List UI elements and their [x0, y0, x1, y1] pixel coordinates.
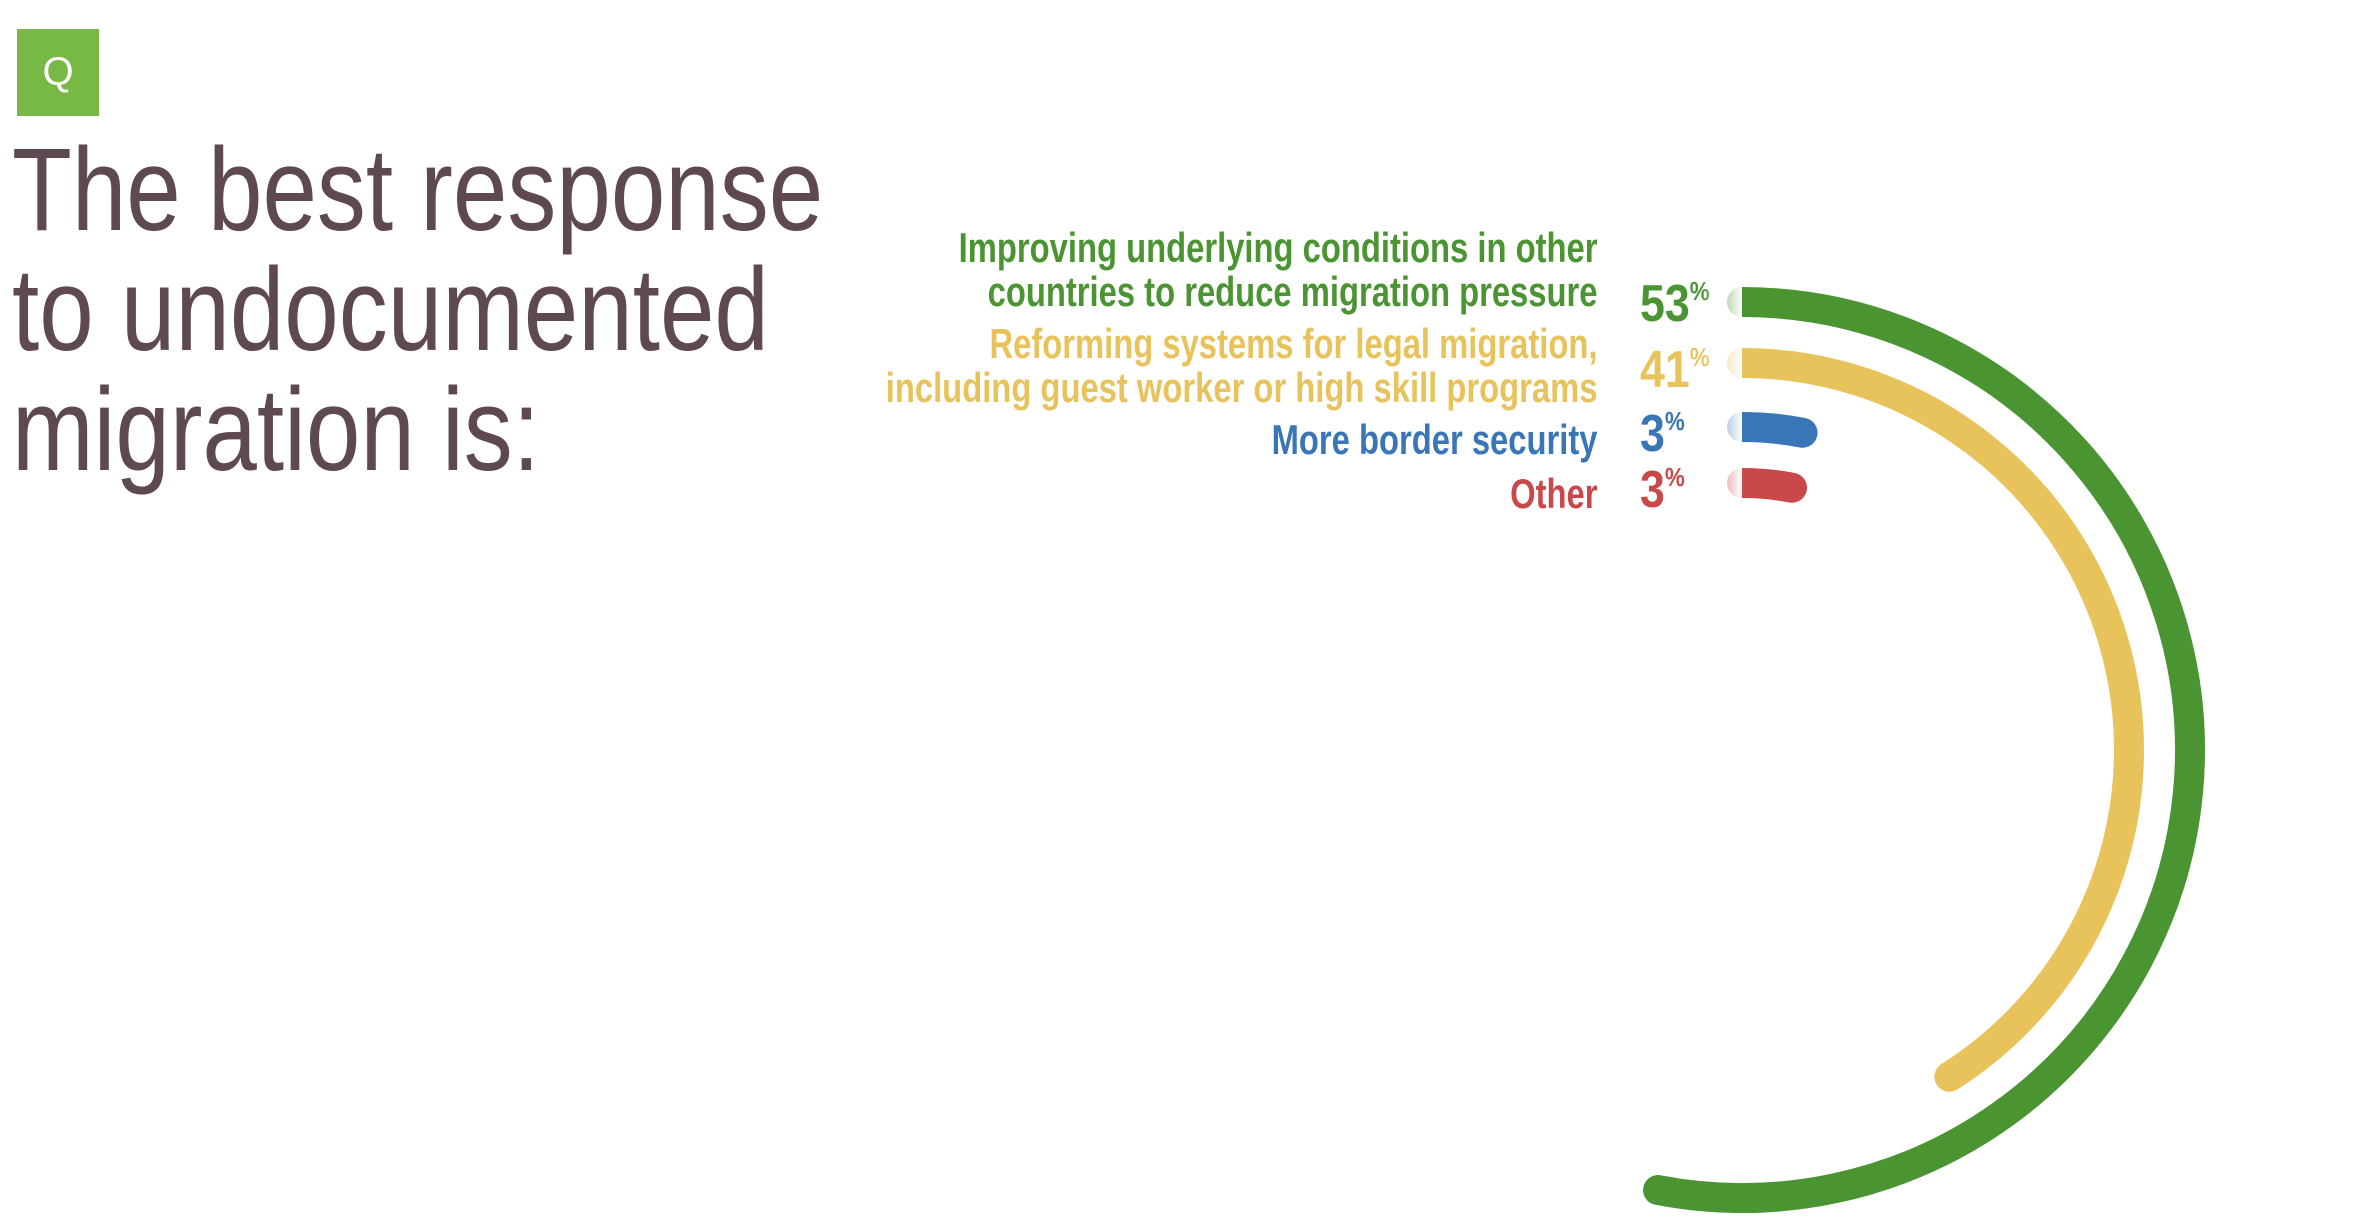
value-number: 41: [1640, 341, 1690, 399]
percent-sign: %: [1664, 406, 1685, 436]
value-number: 53: [1640, 275, 1690, 333]
radial-bar-2: [1727, 348, 2144, 1092]
bar-start-fade: [1700, 270, 1742, 520]
value-number: 3: [1640, 461, 1665, 519]
series-label-improving-conditions: Improving underlying conditions in other…: [885, 226, 1597, 322]
value-label-reforming-systems: 41%: [1640, 340, 1710, 400]
radial-bar-1: [1643, 287, 2206, 1213]
value-number: 3: [1640, 405, 1665, 463]
series-label-line: More border security: [1271, 416, 1597, 463]
question-badge: Q: [17, 29, 99, 116]
series-label-line: Other: [1509, 470, 1597, 517]
value-label-border-security: 3%: [1640, 404, 1685, 464]
question-badge-label: Q: [42, 50, 74, 94]
radial-bar-4: [1727, 468, 1808, 503]
value-label-other: 3%: [1640, 460, 1685, 520]
series-label-line: including guest worker or high skill pro…: [885, 364, 1597, 411]
title-line-3: migration is:: [12, 364, 540, 496]
series-label-line: countries to reduce migration pressure: [987, 268, 1597, 315]
series-label-line: Improving underlying conditions in other: [958, 224, 1597, 271]
title-line-2: to undocumented: [12, 244, 769, 376]
chart-title: The best response to undocumented migrat…: [12, 124, 824, 496]
percent-sign: %: [1664, 462, 1685, 492]
series-label-reforming-systems: Reforming systems for legal migration, i…: [885, 322, 1597, 418]
series-label-border-security: More border security: [885, 418, 1597, 472]
series-label-other: Other: [885, 472, 1597, 526]
title-line-1: The best response: [12, 124, 824, 256]
series-label-line: Reforming systems for legal migration,: [988, 320, 1597, 367]
radial-bar-3: [1727, 412, 1818, 448]
legend-labels: Improving underlying conditions in other…: [685, 226, 1597, 526]
